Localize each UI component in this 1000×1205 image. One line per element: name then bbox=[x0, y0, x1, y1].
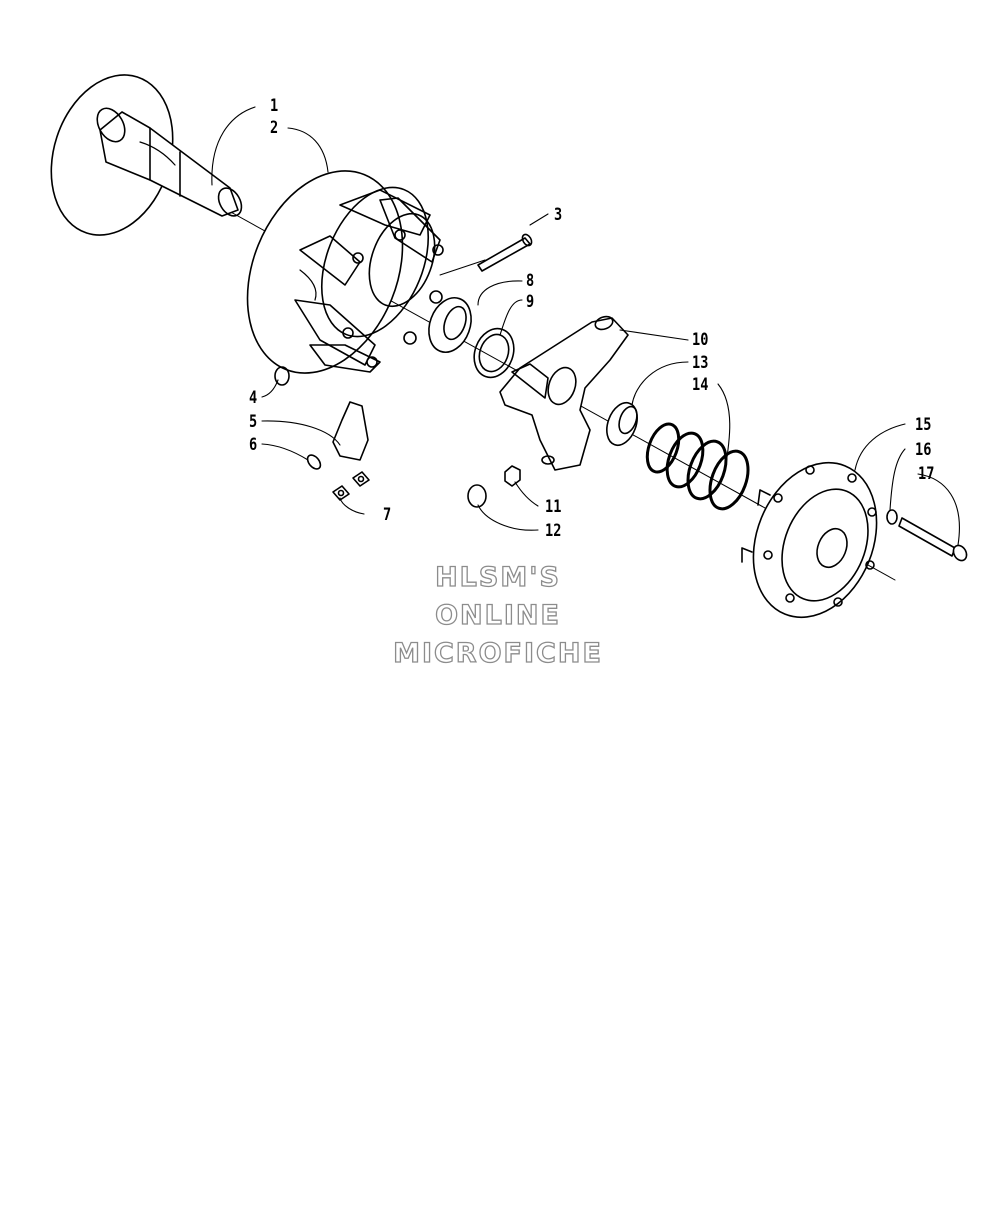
callout-2: 2 bbox=[270, 118, 279, 138]
part-12-cap bbox=[467, 484, 487, 508]
part-1-fixed-sheave bbox=[50, 74, 243, 236]
callout-4: 4 bbox=[249, 388, 258, 408]
callout-11: 11 bbox=[545, 497, 562, 517]
callout-3: 3 bbox=[554, 205, 563, 225]
part-15-cover bbox=[741, 461, 878, 619]
watermark-line-2: ONLINE bbox=[434, 599, 561, 631]
part-4-nut bbox=[274, 366, 290, 386]
part-9-washer bbox=[473, 327, 515, 379]
part-13-sleeve bbox=[606, 401, 638, 447]
part-14-spring bbox=[645, 422, 750, 511]
callout-8: 8 bbox=[526, 271, 535, 291]
part-5-arm bbox=[332, 401, 369, 461]
callout-16: 16 bbox=[915, 440, 932, 460]
callout-6: 6 bbox=[249, 435, 258, 455]
callout-1: 1 bbox=[270, 96, 279, 116]
callout-15: 15 bbox=[915, 415, 932, 435]
callout-13: 13 bbox=[692, 353, 709, 373]
watermark-line-1: HLSM'S bbox=[434, 561, 561, 593]
part-7-washers bbox=[332, 471, 370, 501]
part-2-movable-sheave bbox=[246, 170, 444, 374]
callout-12: 12 bbox=[545, 521, 562, 541]
leader-lines bbox=[211, 106, 960, 546]
callout-5: 5 bbox=[249, 412, 258, 432]
callout-17: 17 bbox=[918, 464, 935, 484]
watermark-line-3: MICROFICHE bbox=[392, 637, 603, 669]
callout-14: 14 bbox=[692, 375, 709, 395]
part-16-washer bbox=[886, 509, 898, 525]
part-17-bolt bbox=[898, 517, 968, 562]
part-6-pin bbox=[306, 454, 322, 470]
callout-10: 10 bbox=[692, 330, 709, 350]
part-10-spider bbox=[499, 315, 629, 471]
part-3-pin bbox=[477, 233, 533, 272]
axis-line-bolt bbox=[439, 259, 486, 276]
part-8-bushing bbox=[428, 297, 472, 353]
callout-7: 7 bbox=[383, 505, 392, 525]
callout-9: 9 bbox=[526, 292, 535, 312]
part-11-nut bbox=[504, 465, 521, 487]
